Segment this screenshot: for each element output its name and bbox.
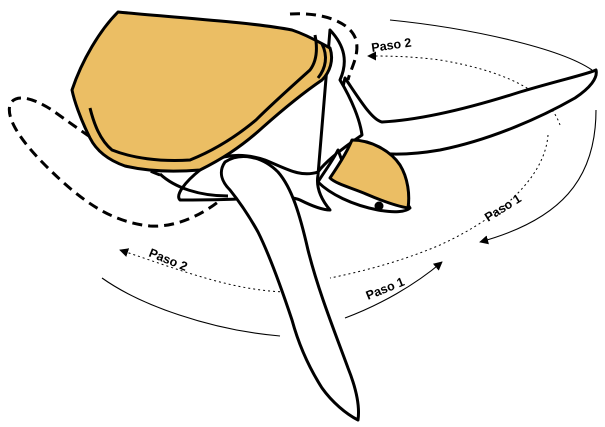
- left-step2-dotted-path: [120, 250, 285, 292]
- front-flipper: [338, 70, 596, 154]
- turtle-eye: [375, 202, 384, 211]
- step-label-bottom: Paso 1: [364, 275, 407, 303]
- lower-left-solid-path: [102, 278, 280, 336]
- step-label-left: Paso 2: [147, 246, 190, 274]
- step-label-upper-right: Paso 2: [370, 35, 412, 54]
- step-label-right: Paso 1: [482, 191, 524, 224]
- upper-right-stroke-path: [390, 20, 592, 70]
